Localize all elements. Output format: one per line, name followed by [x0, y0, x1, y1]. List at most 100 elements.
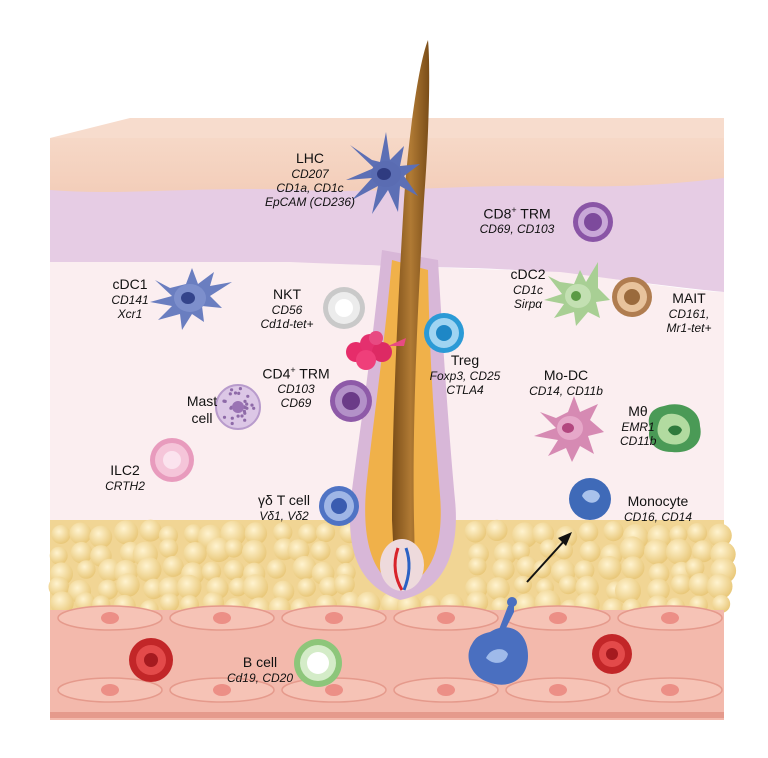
gd-t-cell-icon[interactable] — [319, 486, 359, 526]
fat-globule — [220, 520, 246, 547]
vessel-cell-right — [592, 634, 632, 674]
label-cd4-trm: CD4+ TRM CD103 CD69 — [246, 365, 346, 410]
mast-granule — [230, 416, 234, 420]
label-gd-t-cell: γδ T cell Vδ1, Vδ2 — [246, 492, 322, 523]
mast-granule — [238, 387, 242, 391]
fat-globule — [575, 575, 599, 600]
cdc1-cell-icon[interactable] — [150, 268, 232, 330]
mast-granule — [246, 394, 250, 398]
fat-globule — [50, 591, 74, 615]
fat-globule — [315, 523, 336, 543]
fat-globule — [708, 523, 732, 548]
extravasating-monocyte-icon[interactable] — [468, 597, 528, 685]
label-cdc1: cDC1 CD141 Xcr1 — [100, 276, 160, 321]
fat-globule — [579, 541, 601, 562]
treg-marker-2: CTLA4 — [446, 382, 484, 397]
fat-globule — [512, 522, 538, 548]
fat-globule — [516, 556, 538, 578]
endothelial-nucleus — [101, 612, 119, 624]
ilc2-marker-1: CRTH2 — [105, 478, 145, 493]
cdc1-marker-2: Xcr1 — [117, 306, 143, 321]
fat-globule — [691, 540, 714, 563]
fat-globule — [116, 573, 140, 597]
endothelial-nucleus — [213, 612, 231, 624]
fat-globule — [318, 576, 339, 597]
fat-globule — [688, 573, 712, 596]
fat-globule — [159, 538, 179, 558]
fat-globule — [97, 579, 118, 600]
fat-globule — [201, 561, 222, 582]
hair-shaft[interactable] — [392, 40, 430, 590]
treg-cell-icon[interactable] — [424, 313, 464, 353]
fat-globule — [685, 558, 705, 578]
fat-globule — [492, 558, 515, 581]
mo-dc-cell-icon[interactable] — [534, 396, 604, 462]
mast-granule — [230, 421, 234, 426]
ilc2-cell-icon[interactable] — [150, 438, 194, 482]
ilc2-title: ILC2 — [110, 462, 140, 478]
fat-globule — [603, 521, 624, 542]
migration-arrow — [526, 532, 572, 583]
fat-globule — [69, 522, 92, 545]
fat-globule — [162, 555, 184, 577]
mast-granule — [222, 399, 226, 403]
fat-globule — [228, 577, 248, 597]
label-mo-dc: Mo-DC CD14, CD11b — [524, 367, 608, 398]
monocyte-cell-icon[interactable] — [569, 478, 611, 520]
fat-globule — [241, 540, 267, 565]
fat-globule — [574, 560, 595, 581]
vessel-cell-left — [129, 638, 173, 682]
nkt-marker-2: Cd1d-tet+ — [260, 316, 314, 331]
label-macrophage: Mθ EMR1 CD11b — [620, 403, 656, 448]
b-cell-icon[interactable] — [294, 639, 342, 687]
lhc-marker-3: EpCAM (CD236) — [264, 194, 356, 209]
mo-dc-marker-1: CD14, CD11b — [529, 383, 603, 398]
mast-granule — [245, 402, 249, 406]
fat-globule — [244, 522, 268, 545]
cd4-trm-cell-icon[interactable] — [330, 380, 372, 422]
vessel-bottom-edge — [50, 712, 724, 718]
endothelial-nucleus — [213, 684, 231, 696]
cdc1-title: cDC1 — [112, 276, 148, 292]
macrophage-marker-1: EMR1 — [621, 419, 655, 434]
fat-globule — [578, 522, 599, 542]
endothelial-nucleus — [549, 684, 567, 696]
mait-cell-icon[interactable] — [612, 277, 652, 317]
fat-globule — [287, 539, 310, 562]
cd4-trm-marker-1: CD103 — [277, 382, 315, 397]
b-cell-marker-1: Cd19, CD20 — [226, 670, 294, 685]
fat-globule — [647, 578, 670, 602]
cd8-trm-marker-1: CD69, CD103 — [479, 222, 555, 237]
fat-globule — [712, 594, 731, 613]
endothelial-nucleus — [101, 684, 119, 696]
fat-globule — [644, 539, 670, 565]
fat-globule — [334, 574, 355, 595]
label-mast-cell: Mast cell — [182, 393, 222, 426]
mast-granule — [243, 399, 247, 403]
fat-globule — [533, 560, 552, 579]
fat-globule — [266, 559, 287, 579]
mast-title-2: cell — [191, 409, 213, 426]
fat-globule — [486, 519, 508, 542]
fat-globule — [49, 546, 68, 565]
endothelial-nucleus — [325, 684, 343, 696]
lhc-cell-icon[interactable] — [346, 132, 420, 214]
fat-globule — [486, 577, 510, 601]
cd8-trm-cell-icon[interactable] — [573, 202, 613, 242]
cdc2-cell-icon[interactable] — [544, 262, 610, 326]
fat-globule — [464, 521, 487, 543]
fat-globule — [669, 525, 688, 544]
label-cdc2: cDC2 CD1c Sirpα — [498, 266, 558, 311]
mast-granule — [228, 392, 232, 396]
fat-globule — [532, 522, 555, 545]
fat-globule — [143, 578, 164, 600]
cd4-trm-marker-2: CD69 — [280, 396, 312, 411]
macrophage-title: Mθ — [628, 403, 648, 419]
mast-cell-icon[interactable] — [215, 384, 261, 430]
fat-globule — [670, 574, 692, 595]
fat-globule — [597, 556, 622, 580]
fat-globule — [77, 560, 96, 579]
nkt-cell-icon[interactable] — [323, 287, 365, 329]
macrophage-cell-icon[interactable] — [648, 404, 701, 453]
